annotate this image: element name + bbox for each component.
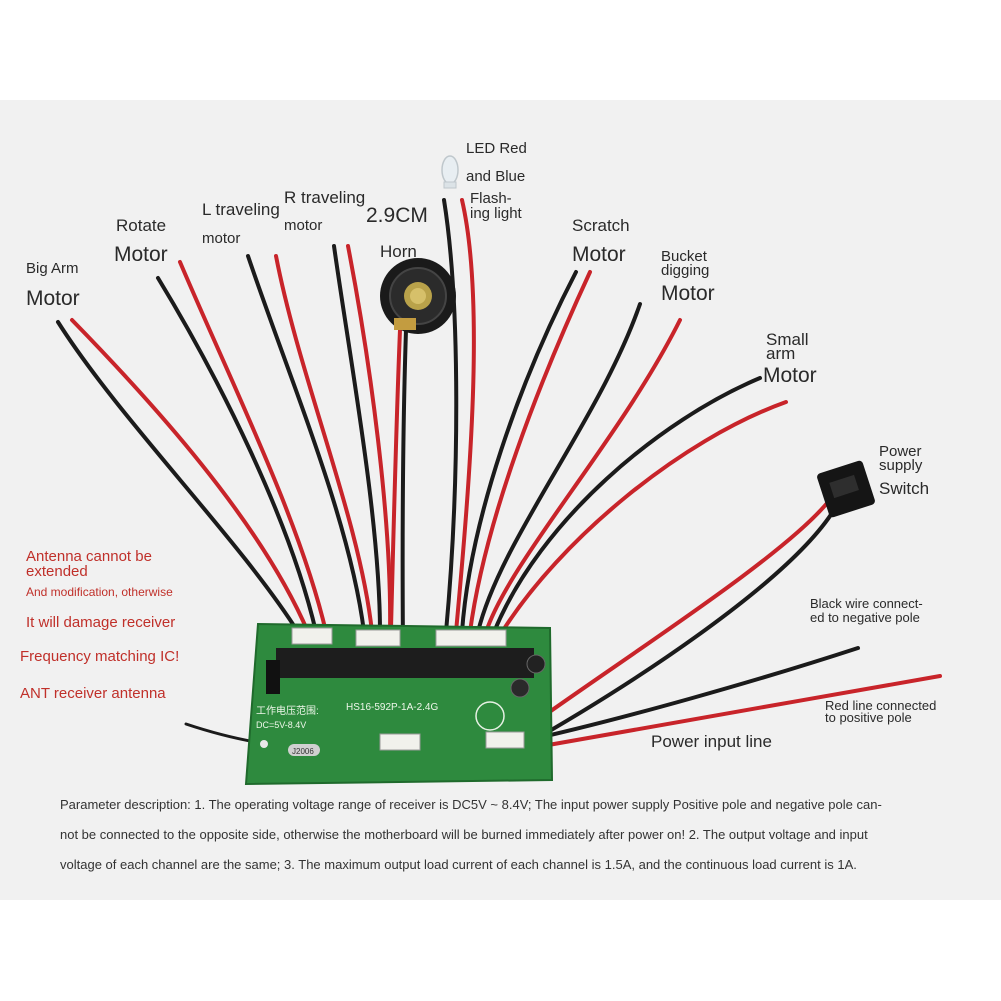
horn-size-label: 2.9CM xyxy=(366,204,428,227)
big-arm-red-wire xyxy=(70,318,310,634)
small-arm-black-wire xyxy=(492,376,762,634)
power-supply-label-line1: Power xyxy=(879,443,922,460)
power-supply-label-line2: supply xyxy=(879,457,923,474)
warning-modification: And modification, otherwise xyxy=(26,585,173,599)
warning-antenna-line2: extended xyxy=(26,563,88,580)
led-black-wire xyxy=(442,198,459,634)
big-arm-black-wire xyxy=(56,320,300,634)
bucket-label-line2: digging xyxy=(661,262,710,279)
small-arm-label-line1: Small xyxy=(766,330,809,349)
led-red-wire xyxy=(454,198,476,634)
bucket-black-wire xyxy=(476,302,642,634)
switch-red-wire xyxy=(508,500,830,742)
power-switch-icon xyxy=(817,460,875,518)
warning-frequency-ic: Frequency matching IC! xyxy=(20,648,180,665)
switch-black-wire xyxy=(518,508,836,750)
pcb-voltage-text-2: DC=5V-8.4V xyxy=(256,720,306,730)
horn-label: Horn xyxy=(380,242,417,261)
warning-antenna-line1: Antenna cannot be xyxy=(26,548,152,565)
pcb-model-text: HS16-592P-1A-2.4G xyxy=(346,702,438,713)
bucket-label-line1: Bucket xyxy=(661,248,707,265)
led-label-line4: ing light xyxy=(470,205,522,222)
red-line-label-line1: Red line connected xyxy=(825,698,937,713)
rotate-motor-label: Motor xyxy=(114,243,168,266)
l-traveling-label: L traveling xyxy=(202,200,280,219)
r-travel-red-wire xyxy=(346,244,393,634)
l-travel-red-wire xyxy=(274,254,374,634)
bucket-red-wire xyxy=(484,318,682,634)
l-travel-black-wire xyxy=(246,254,366,634)
pcb-voltage-text-1: 工作电压范围: xyxy=(256,704,319,717)
rotate-label: Rotate xyxy=(116,216,167,235)
led-label-line2: and Blue xyxy=(466,168,526,185)
scratch-label: Scratch xyxy=(572,216,630,235)
horn-speaker-icon xyxy=(380,258,456,334)
rotate-black-wire xyxy=(156,276,318,634)
warning-damage: It will damage receiver xyxy=(26,614,176,631)
red-line-label-line2: to positive pole xyxy=(825,710,912,725)
r-traveling-label: R traveling xyxy=(284,188,366,207)
l-traveling-motor-label: motor xyxy=(202,230,241,247)
rotate-red-wire xyxy=(178,260,328,634)
small-arm-red-wire xyxy=(500,400,788,634)
led-icon xyxy=(441,155,459,189)
big-arm-motor-label: Motor xyxy=(26,287,80,310)
parameter-line: voltage of each channel are the same; 3.… xyxy=(60,857,857,872)
parameter-line: Parameter description: 1. The operating … xyxy=(60,797,882,812)
small-arm-motor-label: Motor xyxy=(763,364,817,387)
scratch-black-wire xyxy=(460,270,578,634)
black-wire-label-line2: ed to negative pole xyxy=(810,610,920,625)
parameter-line: not be connected to the opposite side, o… xyxy=(60,827,868,842)
led-label-line1: LED Red xyxy=(466,140,527,157)
power-black-wire xyxy=(518,646,860,744)
led-label-line3: Flash- xyxy=(470,190,512,207)
receiver-pcb xyxy=(244,622,554,786)
r-traveling-motor-label: motor xyxy=(284,217,323,234)
scratch-motor-label: Motor xyxy=(572,243,626,266)
bucket-motor-label: Motor xyxy=(661,282,715,305)
power-input-label: Power input line xyxy=(651,732,772,751)
big-arm-label: Big Arm xyxy=(26,260,79,277)
black-wire-label-line1: Black wire connect- xyxy=(810,596,923,611)
small-arm-label-line2: arm xyxy=(766,344,796,363)
pcb-crystal-text: J2006 xyxy=(292,747,314,756)
scratch-red-wire xyxy=(468,270,592,634)
power-switch-label: Switch xyxy=(879,479,930,498)
r-travel-black-wire xyxy=(332,244,382,634)
power-red-wire xyxy=(518,674,942,752)
warning-ant-antenna: ANT receiver antenna xyxy=(20,685,166,702)
parameter-description: Parameter description: 1. The operating … xyxy=(60,790,970,880)
